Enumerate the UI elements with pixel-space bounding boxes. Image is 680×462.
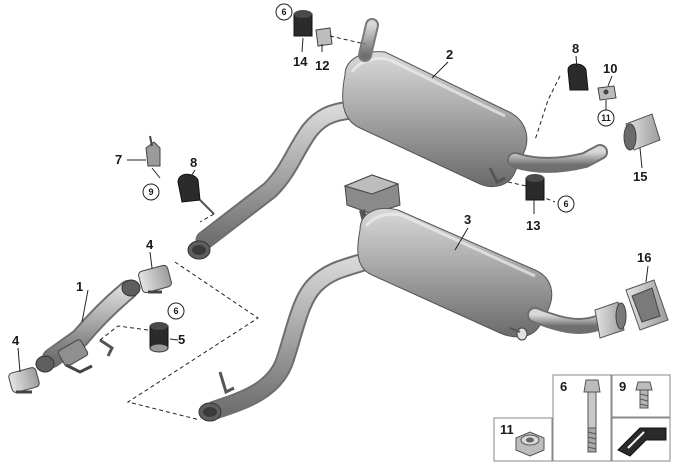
label-part-14: 14 xyxy=(293,54,308,69)
circled-label-11: 11 xyxy=(597,109,615,127)
svg-text:6: 6 xyxy=(563,199,568,209)
circled-label-9: 9 xyxy=(142,183,160,201)
part-labels: 1 2 3 4 4 5 7 8 8 10 12 13 14 15 16 6 6 … xyxy=(12,3,651,348)
rubber-hanger-8-right xyxy=(567,63,589,91)
legend-box-bolt: 6 xyxy=(552,374,612,462)
pipe-clamp-lower xyxy=(8,367,40,394)
svg-text:6: 6 xyxy=(173,306,178,316)
label-part-8-left: 8 xyxy=(190,155,197,170)
bracket-10 xyxy=(597,85,617,101)
upper-exhaust-assembly xyxy=(187,18,608,260)
bracket-7 xyxy=(145,135,161,167)
bolt-icon xyxy=(583,379,601,453)
rubber-hanger-8-left xyxy=(177,173,215,215)
svg-text:9: 9 xyxy=(619,379,626,394)
rear-silencer-upper xyxy=(342,51,528,187)
svg-text:11: 11 xyxy=(500,422,514,437)
tailpipe-tip-15 xyxy=(623,113,661,151)
label-part-13: 13 xyxy=(526,218,540,233)
screw-icon xyxy=(635,381,653,409)
circled-label-6-left: 6 xyxy=(167,302,185,320)
assembly-dashed-lines xyxy=(99,35,561,421)
label-part-1: 1 xyxy=(76,279,83,294)
rubber-mount-5 xyxy=(149,322,169,353)
svg-text:6: 6 xyxy=(281,7,286,17)
clip-12 xyxy=(315,27,333,47)
front-pipe-assembly xyxy=(35,279,141,374)
rear-silencer-lower xyxy=(357,207,553,338)
legend-box-nut: 11 xyxy=(493,417,553,462)
svg-text:6: 6 xyxy=(560,379,567,394)
label-part-2: 2 xyxy=(446,47,453,62)
tailpipe-trim-16 xyxy=(625,279,669,331)
label-part-4-upper: 4 xyxy=(146,237,154,252)
circled-label-6-right: 6 xyxy=(557,195,575,213)
rubber-mount-13 xyxy=(525,174,545,201)
direction-arrow-icon xyxy=(617,427,667,457)
label-part-5: 5 xyxy=(178,332,185,347)
label-part-4-lower: 4 xyxy=(12,333,20,348)
legend-box-direction xyxy=(611,417,671,462)
circled-label-6-top: 6 xyxy=(275,3,293,21)
label-part-15: 15 xyxy=(633,169,647,184)
label-part-3: 3 xyxy=(464,212,471,227)
nut-icon xyxy=(515,431,545,457)
label-part-7: 7 xyxy=(115,152,122,167)
svg-text:11: 11 xyxy=(601,113,611,123)
pipe-clamp-upper xyxy=(138,264,172,294)
lower-exhaust-assembly xyxy=(198,174,627,422)
rubber-mount-14 xyxy=(293,10,313,37)
label-part-8-right: 8 xyxy=(572,41,579,56)
label-part-12: 12 xyxy=(315,58,329,73)
legend-box-screw: 9 xyxy=(611,374,671,418)
fastener-legend: 6 9 xyxy=(493,374,671,462)
label-part-10: 10 xyxy=(603,61,617,76)
svg-text:9: 9 xyxy=(148,187,153,197)
label-part-16: 16 xyxy=(637,250,651,265)
leader-lines xyxy=(17,37,649,373)
